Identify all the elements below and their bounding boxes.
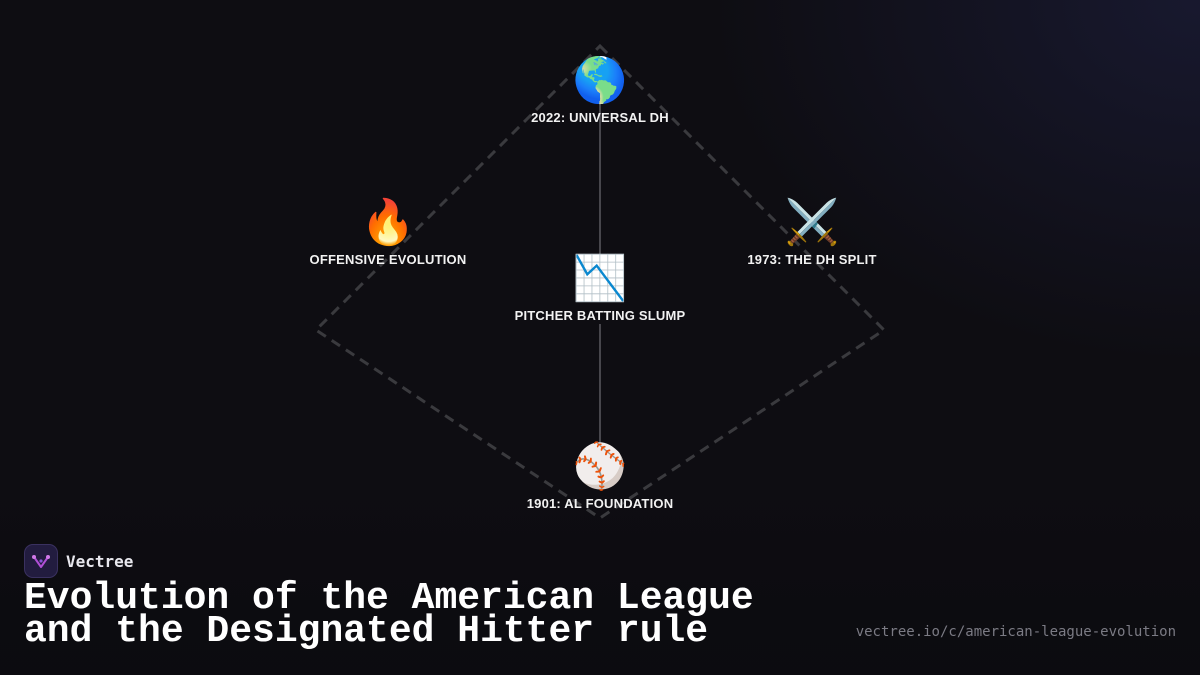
fire-icon: 🔥	[360, 197, 416, 248]
brand: Vectree	[24, 544, 133, 578]
baseball-icon: ⚾	[572, 441, 628, 492]
node-label: 1973: THE DH SPLIT	[747, 252, 877, 267]
node-dh-split: ⚔️ 1973: THE DH SPLIT	[692, 197, 932, 268]
page-title: Evolution of the American League and the…	[24, 577, 754, 653]
crossed-swords-icon: ⚔️	[784, 197, 840, 248]
source-url[interactable]: vectree.io/c/american-league-evolution	[855, 624, 1176, 640]
vectree-logo-icon	[24, 544, 58, 578]
node-offensive-evolution: 🔥 OFFENSIVE EVOLUTION	[268, 197, 508, 268]
node-pitcher-batting-slump: 📉 PITCHER BATTING SLUMP	[480, 253, 720, 324]
node-al-foundation: ⚾ 1901: AL FOUNDATION	[480, 441, 720, 512]
node-label: PITCHER BATTING SLUMP	[514, 308, 686, 323]
node-label: 1901: AL FOUNDATION	[526, 496, 674, 511]
diamond-outline	[313, 43, 887, 520]
node-universal-dh: 🌎 2022: UNIVERSAL DH	[480, 55, 720, 126]
brand-name: Vectree	[66, 551, 134, 571]
globe-icon: 🌎	[572, 55, 628, 106]
node-label: 2022: UNIVERSAL DH	[531, 110, 669, 125]
chart-decreasing-icon: 📉	[572, 253, 628, 304]
node-label: OFFENSIVE EVOLUTION	[309, 252, 467, 267]
